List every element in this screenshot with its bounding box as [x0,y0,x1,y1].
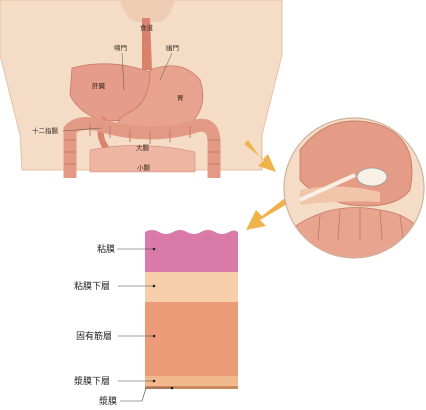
label-serosa: 漿膜 [99,395,117,407]
label-stomach: 胃 [177,94,184,102]
leader-serosa [120,388,172,401]
layer-subserosa [145,376,238,386]
lesion-highlight [357,168,387,186]
label-small-intestine: 小腸 [137,163,151,172]
layer-submucosa [145,272,238,302]
wall-layers: 粘膜 粘膜下層 固有筋層 漿膜下層 漿膜 [74,230,238,407]
label-mucosa: 粘膜 [97,243,115,255]
dot-serosa [171,387,174,390]
label-duodenum: 十二指腸 [32,126,59,135]
layer-mucosa [145,230,238,272]
layer-muscularis-propria [145,302,238,376]
label-liver: 肝臓 [92,81,106,90]
label-colon: 大腸 [136,143,150,152]
layer-serosa [145,386,238,389]
magnified-view [284,118,426,270]
dot-muscularis [153,335,156,338]
label-muscularis: 固有筋層 [76,330,112,342]
label-cardia: 噴門 [114,43,127,52]
dot-subserosa [153,380,156,383]
label-pylorus: 幽門 [166,43,179,52]
label-submucosa: 粘膜下層 [74,280,110,292]
dot-mucosa [153,248,156,251]
label-subserosa: 漿膜下層 [74,375,110,387]
label-esophagus: 食道 [140,23,154,32]
dot-submucosa [153,285,156,288]
